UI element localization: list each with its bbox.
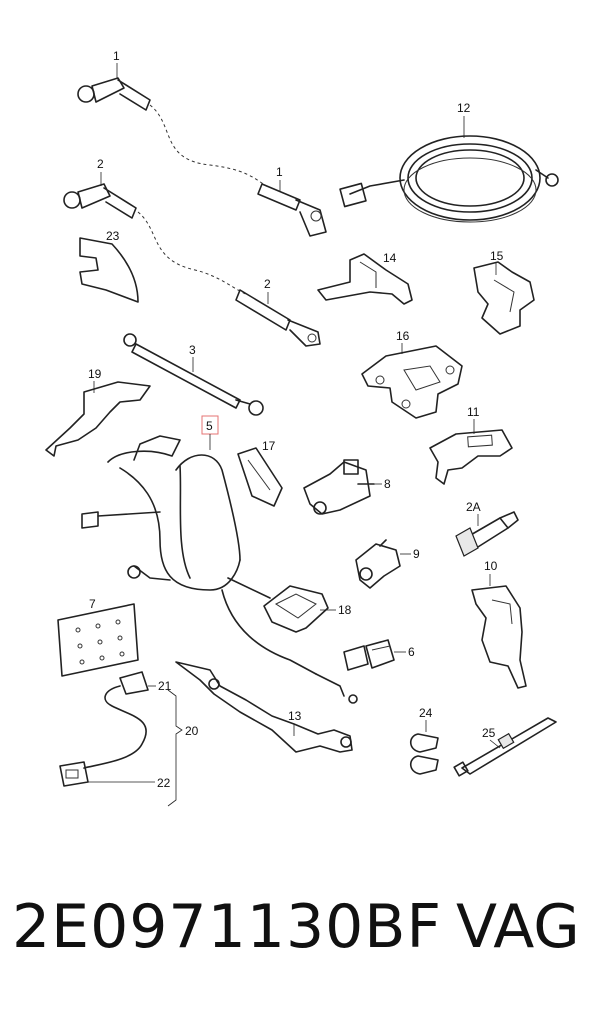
- callout-15: 15: [490, 249, 504, 263]
- part-13-strap: [175, 661, 353, 753]
- part-23-shield: [79, 237, 139, 303]
- callout-16: 16: [396, 329, 410, 343]
- part-17-clip: [237, 447, 283, 507]
- callout-2a: 2: [97, 157, 104, 171]
- parts-diagram: 1 1 2 2 23 12 14 15: [45, 49, 559, 807]
- callout-3: 3: [189, 343, 196, 357]
- part-22-connector: [59, 761, 89, 787]
- callout-6: 6: [408, 645, 415, 659]
- part-19-bracket: [45, 381, 151, 457]
- part-11-bracket: [429, 429, 513, 485]
- part-3-cable: [123, 333, 264, 416]
- callout-14: 14: [383, 251, 397, 265]
- callout-7: 7: [89, 597, 96, 611]
- part-number: 2E0971130BF: [12, 892, 442, 962]
- callout-10: 10: [484, 559, 498, 573]
- callout-5: 5: [206, 419, 213, 433]
- part-12-coil: [339, 135, 559, 223]
- part-5-harness: [81, 435, 358, 704]
- callout-17: 17: [262, 439, 276, 453]
- part-2-cable: [63, 183, 321, 347]
- callout-20: 20: [185, 724, 199, 738]
- callout-9: 9: [413, 547, 420, 561]
- callout-23: 23: [106, 229, 120, 243]
- part-21-sensor: [83, 671, 149, 769]
- callout-8: 8: [384, 477, 391, 491]
- part-15-bracket: [473, 261, 535, 335]
- callout-13: 13: [288, 709, 302, 723]
- callout-21: 21: [158, 679, 172, 693]
- callout-1b: 1: [276, 165, 283, 179]
- callout-12: 12: [457, 101, 471, 115]
- part-25-tie: [453, 717, 557, 777]
- callout-2A: 2A: [466, 500, 481, 514]
- bracket-20: [167, 689, 183, 807]
- part-6-fuse: [343, 639, 395, 671]
- part-24-clip: [409, 733, 439, 775]
- part-8-terminal: [303, 459, 375, 515]
- part-10-bracket: [471, 585, 527, 689]
- callout-22: 22: [157, 776, 171, 790]
- callout-1a: 1: [113, 49, 120, 63]
- brand-label: VAG: [456, 892, 580, 962]
- part-18-holder: [263, 585, 329, 633]
- callout-18: 18: [338, 603, 352, 617]
- part-7-pad: [57, 603, 139, 677]
- callout-25: 25: [482, 726, 496, 740]
- callout-2b: 2: [264, 277, 271, 291]
- part-2A-bolt: [455, 511, 519, 557]
- callout-11: 11: [467, 405, 480, 419]
- part-1-cable: [77, 77, 327, 237]
- part-14-bracket: [317, 253, 413, 305]
- callout-19: 19: [88, 367, 102, 381]
- part-16-bracket: [361, 345, 463, 419]
- callout-24: 24: [419, 706, 433, 720]
- part-9-terminal: [355, 539, 401, 589]
